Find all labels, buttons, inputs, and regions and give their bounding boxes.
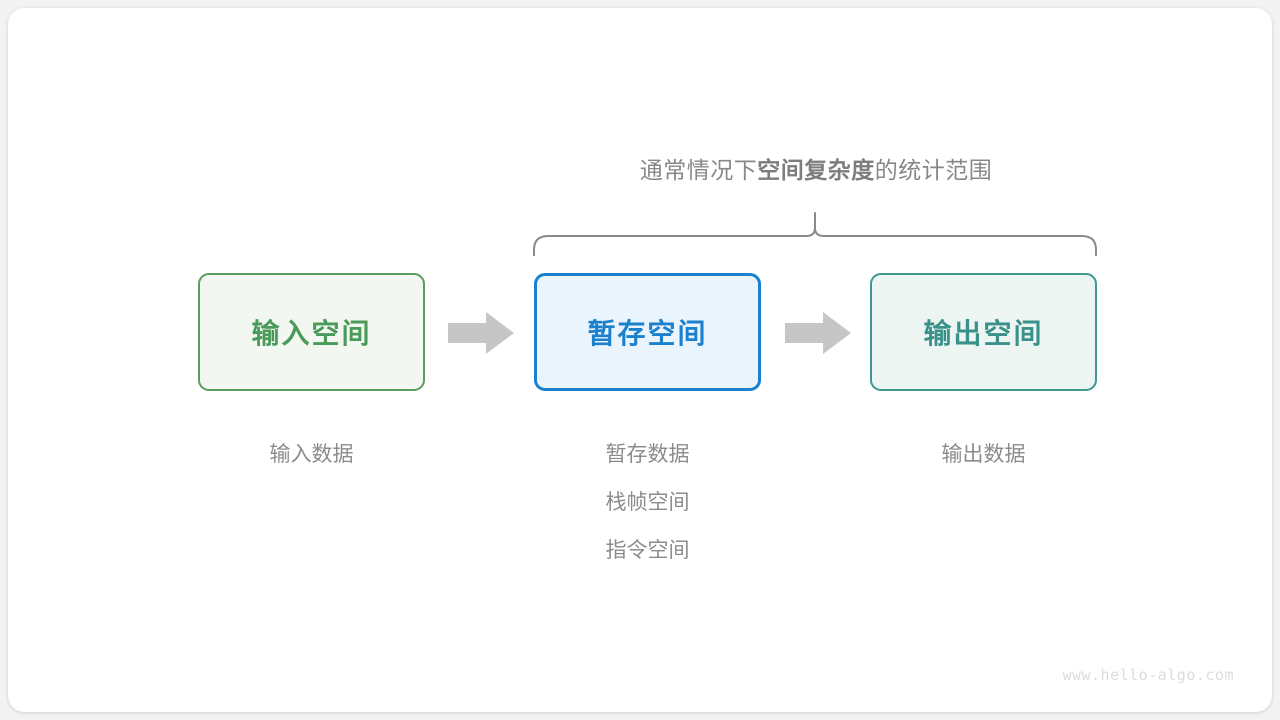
caption-output-data: 输出数据 xyxy=(941,443,1026,466)
brace-caption-prefix: 通常情况下 xyxy=(639,157,758,183)
caption-instruction-space: 指令空间 xyxy=(605,539,690,562)
box-buffer-space[interactable]: 暂存空间 xyxy=(534,273,761,391)
arrow-right-icon xyxy=(785,312,851,354)
brace-caption: 通常情况下空间复杂度的统计范围 xyxy=(535,151,1097,185)
box-input-space[interactable]: 输入空间 xyxy=(198,273,425,391)
brace-caption-suffix: 的统计范围 xyxy=(874,157,993,183)
watermark: www.hello-algo.com xyxy=(1062,666,1234,684)
arrow-right-icon xyxy=(448,312,514,354)
caption-buffer-data: 暂存数据 xyxy=(605,443,690,466)
caption-column-input: 输入数据 xyxy=(198,431,425,479)
caption-column-output: 输出数据 xyxy=(870,431,1097,479)
box-buffer-space-label: 暂存空间 xyxy=(587,318,708,349)
box-output-space[interactable]: 输出空间 xyxy=(870,273,1097,391)
brace-caption-emphasis: 空间复杂度 xyxy=(757,157,875,183)
scope-brace-icon xyxy=(533,212,1097,256)
caption-input-data: 输入数据 xyxy=(269,443,354,466)
box-input-space-label: 输入空间 xyxy=(251,318,372,349)
box-output-space-label: 输出空间 xyxy=(923,318,1044,349)
diagram-canvas: 通常情况下空间复杂度的统计范围 输入空间 暂存空间 输出空间 输入数据 暂存数据… xyxy=(8,8,1272,712)
caption-column-buffer: 暂存数据 栈帧空间 指令空间 xyxy=(534,431,761,575)
caption-stack-frame-space: 栈帧空间 xyxy=(605,491,690,514)
